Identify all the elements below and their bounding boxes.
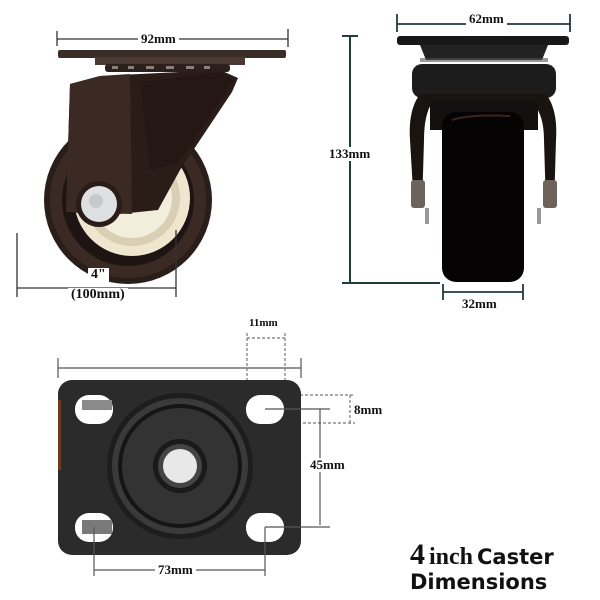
wheel-width-dimension-line — [442, 284, 524, 300]
side-mounting-plate — [58, 50, 286, 58]
hole-spacing-vertical-label: 45mm — [307, 458, 348, 472]
center-rivet — [163, 449, 197, 483]
front-fork — [409, 94, 557, 208]
title-word: Caster — [477, 545, 554, 569]
diagram-title: 4 inch Caster Dimensions — [410, 540, 554, 593]
front-plate-width-label: 62mm — [466, 12, 507, 26]
title-line2: Dimensions — [410, 570, 548, 594]
slot-height-label: 8mm — [354, 402, 383, 417]
title-number: 4 — [410, 538, 425, 571]
wheel-diameter-label: 4" — [88, 268, 109, 282]
plate-width-dimension-line — [57, 358, 302, 378]
wheel-width-label: 32mm — [459, 297, 500, 311]
side-plate-width-label: 92mm — [138, 32, 179, 46]
front-wheel — [442, 112, 524, 282]
slot-width-label: 11mm — [246, 316, 281, 330]
height-label: 133mm — [326, 147, 374, 161]
front-mounting-plate — [397, 36, 569, 45]
hole-spacing-horizontal-label: 73mm — [155, 563, 196, 577]
title-unit: inch — [429, 544, 474, 570]
wheel-diameter-metric-label: (100mm) — [68, 288, 128, 302]
swivel-race — [107, 393, 253, 539]
